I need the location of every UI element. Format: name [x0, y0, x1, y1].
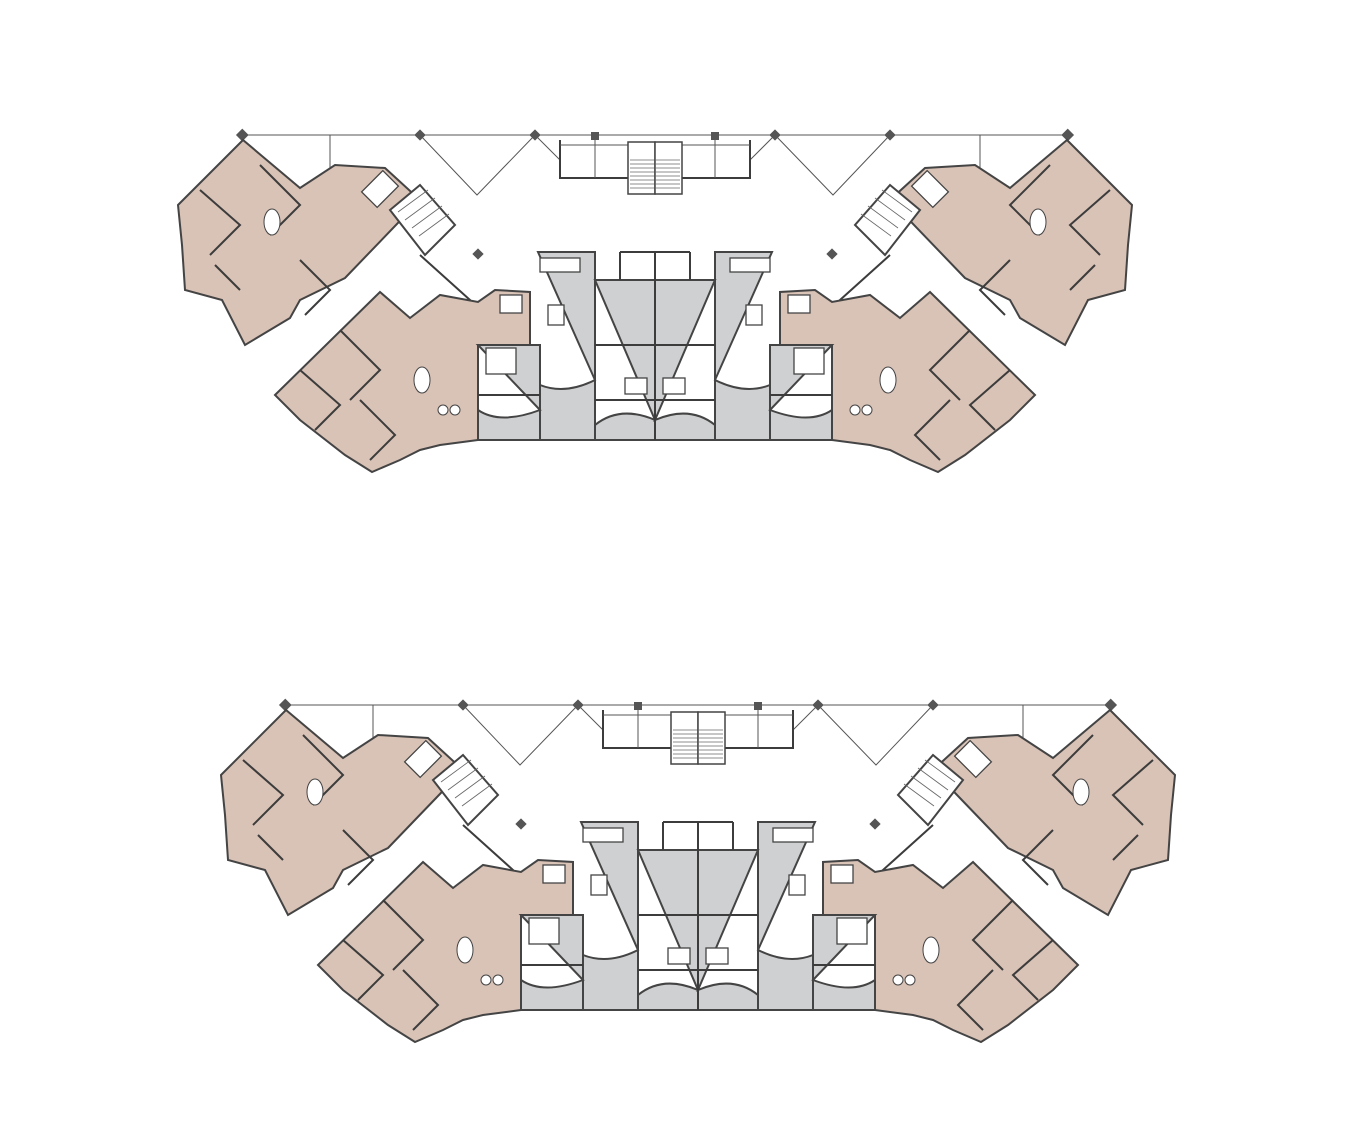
upper-floor-plan: [178, 129, 1132, 472]
lower-floor-plan: [221, 699, 1175, 1042]
